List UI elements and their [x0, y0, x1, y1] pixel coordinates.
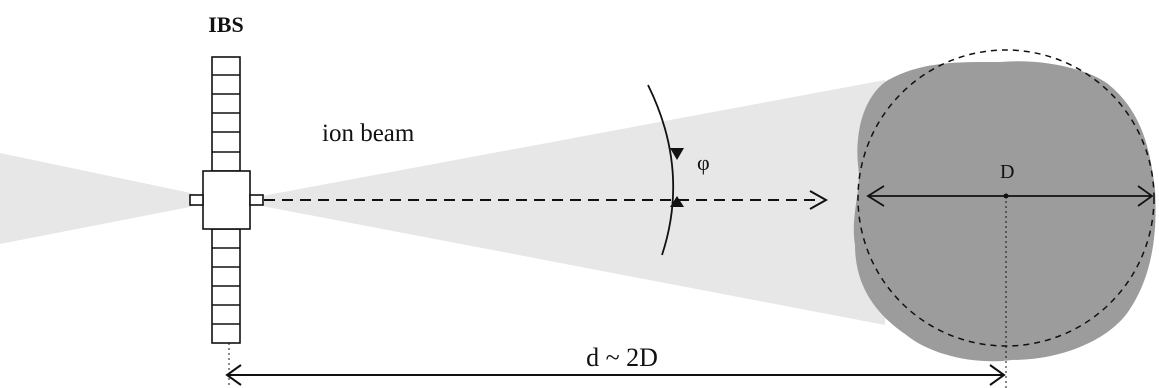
target-diameter-label: D	[1000, 161, 1014, 183]
angle-arrowhead-lower	[670, 196, 684, 207]
distance-label: d ~ 2D	[586, 343, 658, 372]
divergence-angle-arc	[647, 84, 675, 256]
rear-exhaust-beam	[0, 153, 205, 244]
ion-beam-cone	[262, 80, 885, 325]
beam-axis-arrow	[264, 190, 829, 210]
distance-arrow	[225, 364, 1006, 386]
ibs-spacecraft	[189, 56, 264, 344]
solar-panel-upper	[211, 56, 241, 172]
ion-beam-label: ion beam	[322, 120, 415, 147]
angle-arrowhead-upper	[670, 148, 684, 160]
diameter-arrow	[866, 185, 1154, 207]
spacecraft-label: IBS	[208, 12, 243, 37]
angle-label: φ	[697, 150, 710, 175]
spacecraft-body	[202, 170, 251, 230]
front-thruster	[249, 194, 264, 206]
rear-thruster	[189, 194, 204, 206]
target-body	[853, 61, 1156, 362]
distance-label-background	[574, 344, 670, 372]
